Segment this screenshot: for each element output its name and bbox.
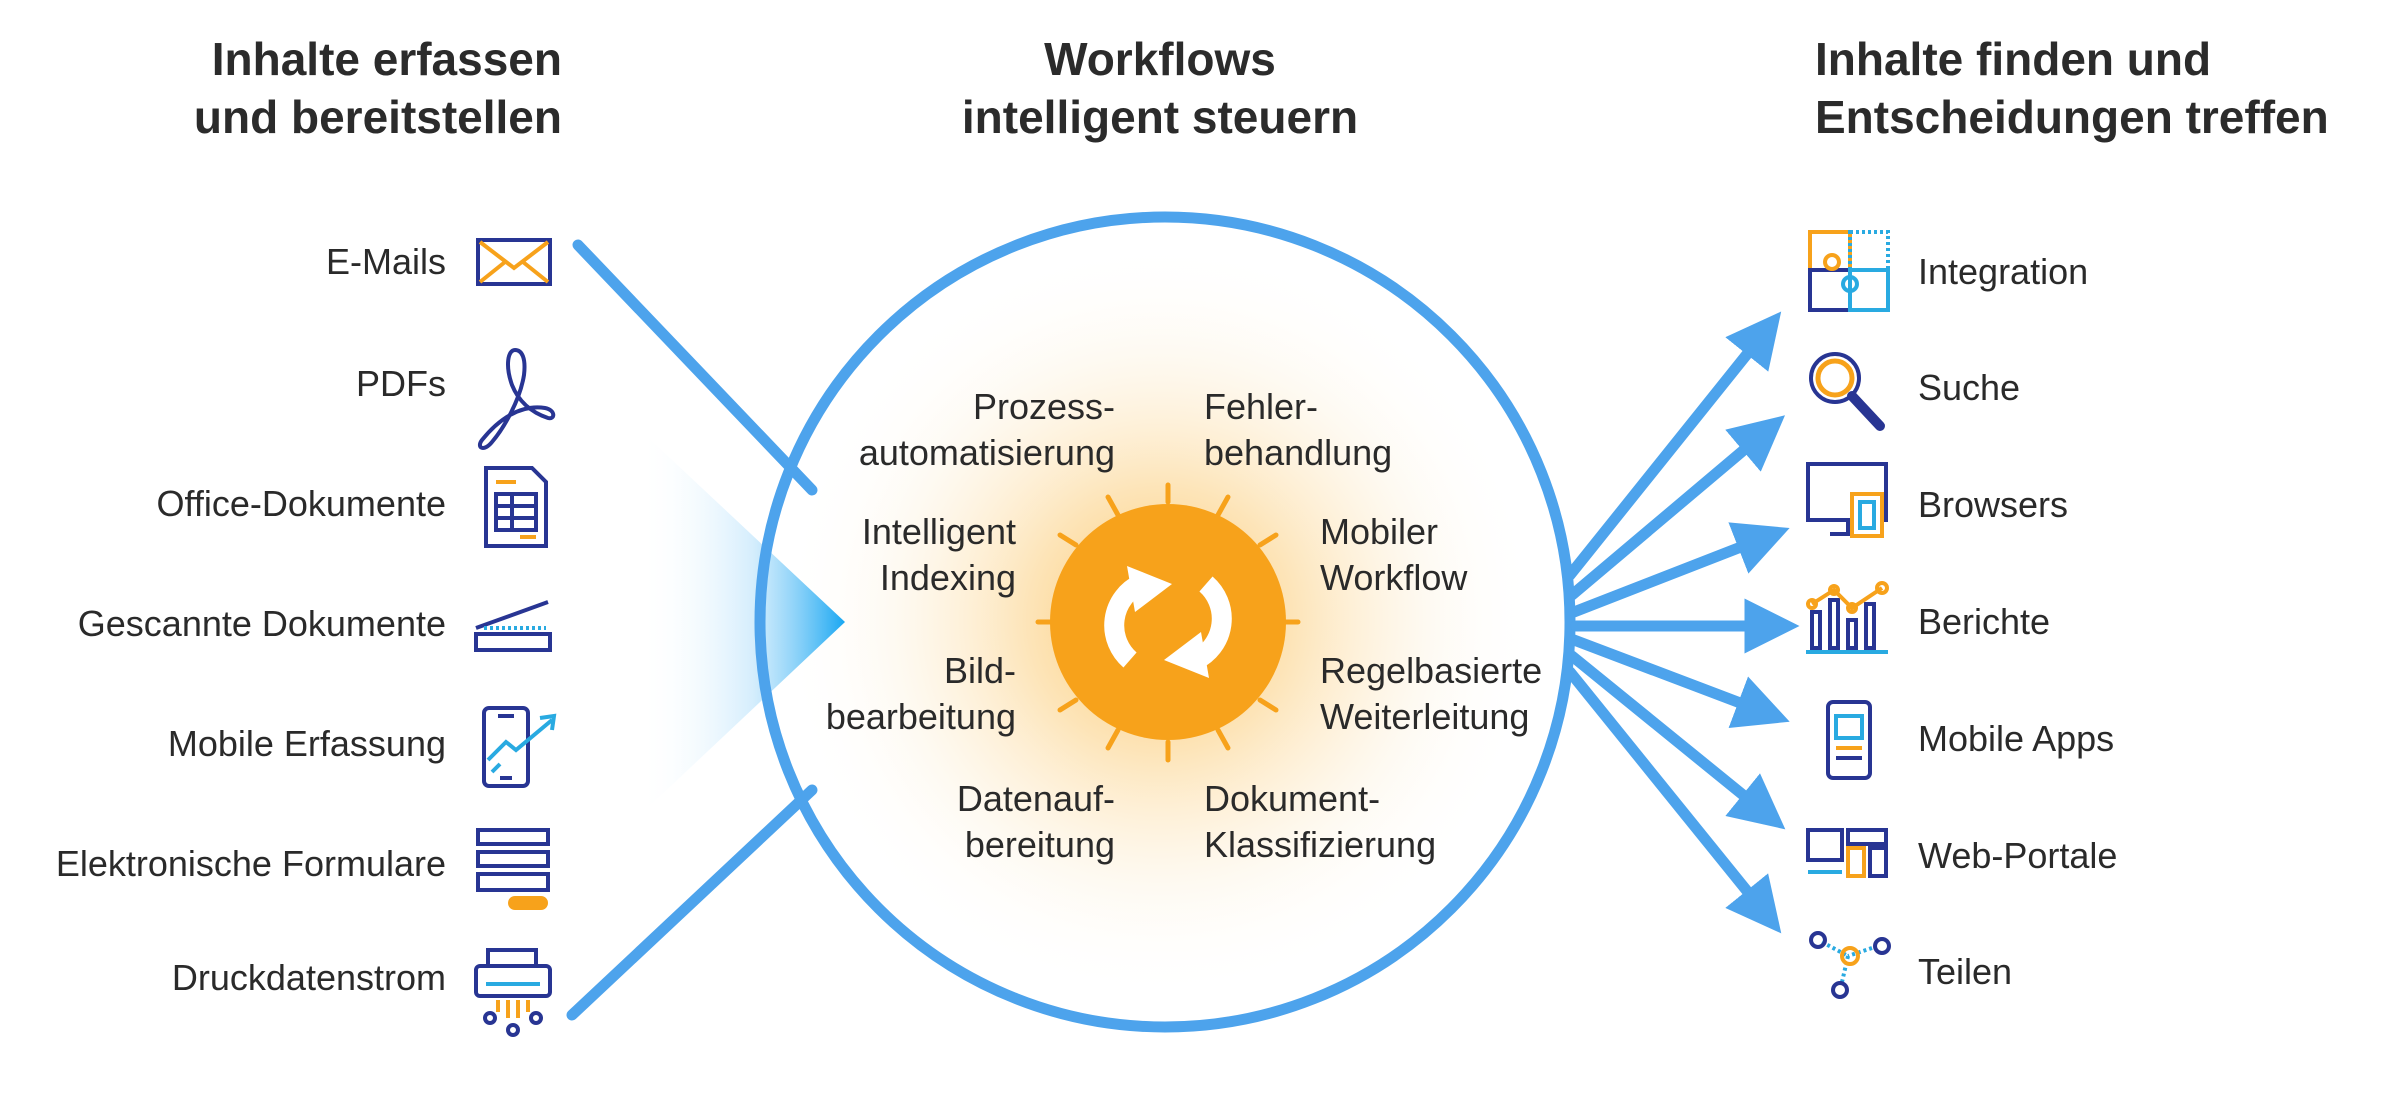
output-label-mobile-apps: Mobile Apps	[1918, 718, 2115, 759]
task-mobile-workflow: Mobiler Workflow	[1320, 509, 1467, 601]
heading-find: Inhalte finden und Entscheidungen treffe…	[1815, 30, 2329, 146]
mobile-app-icon	[1826, 700, 1872, 780]
input-label-office: Office-Dokumente	[156, 483, 446, 524]
task-line: Bild-	[943, 650, 1016, 691]
heading-capture-line-2: und bereitstellen	[193, 91, 562, 143]
task-data-preparation: Datenauf- bereitung	[957, 776, 1115, 868]
share-icon	[1809, 931, 1891, 999]
task-line: behandlung	[1204, 432, 1393, 473]
task-intelligent-indexing: Intelligent Indexing	[862, 509, 1016, 601]
pdf-icon	[477, 348, 556, 450]
task-line: Indexing	[879, 557, 1016, 598]
task-image-processing: Bild- bearbeitung	[826, 648, 1016, 740]
task-rule-based-routing: Regelbasierte Weiterleitung	[1320, 648, 1542, 740]
task-error-handling: Fehler- behandlung	[1204, 384, 1392, 476]
input-line-bottom	[566, 784, 818, 1021]
heading-workflows-line-2: intelligent steuern	[961, 91, 1359, 143]
task-process-automation: Prozess- automatisierung	[859, 384, 1115, 476]
output-arrow	[1564, 311, 1782, 581]
electronic-form-icon	[476, 828, 550, 910]
task-line: automatisierung	[858, 432, 1115, 473]
mobile-capture-icon	[482, 706, 557, 788]
output-arrow	[1564, 666, 1782, 934]
output-arrow	[1568, 634, 1790, 728]
report-chart-icon	[1806, 581, 1889, 654]
heading-find-line-2: Entscheidungen treffen	[1815, 91, 2329, 143]
output-arrows	[1564, 311, 1800, 934]
input-line-top	[572, 239, 818, 496]
task-document-classification: Dokument- Klassifizierung	[1204, 776, 1436, 868]
task-line: Fehler-	[1204, 386, 1319, 427]
office-document-icon	[484, 466, 548, 548]
task-line: Mobiler	[1320, 511, 1439, 552]
output-arrow	[1566, 650, 1786, 830]
task-line: Klassifizierung	[1204, 824, 1437, 865]
task-line: Intelligent	[861, 511, 1016, 552]
puzzle-icon	[1808, 230, 1890, 312]
task-line: bearbeitung	[825, 696, 1016, 737]
scanner-icon	[474, 600, 552, 652]
input-label-print-stream: Druckdatenstrom	[171, 957, 446, 998]
task-line: Prozess-	[972, 386, 1115, 427]
output-arrow	[1568, 522, 1790, 618]
task-line: Datenauf-	[956, 778, 1115, 819]
browser-devices-icon	[1806, 462, 1888, 538]
input-label-scanned: Gescannte Dokumente	[77, 603, 446, 644]
magnifier-icon	[1809, 352, 1885, 431]
output-label-reports: Berichte	[1918, 601, 2051, 642]
task-line: Regelbasierte	[1320, 650, 1543, 691]
printer-icon	[474, 948, 552, 1037]
input-label-pdfs: PDFs	[356, 363, 446, 404]
envelope-icon	[476, 238, 552, 286]
input-label-emails: E-Mails	[325, 241, 446, 282]
task-line: bereitung	[964, 824, 1115, 865]
task-line: Dokument-	[1204, 778, 1381, 819]
heading-workflows: Workflows intelligent steuern	[800, 30, 1520, 146]
sync-arrows-icon	[1035, 482, 1301, 763]
heading-find-line-1: Inhalte finden und	[1815, 33, 2212, 85]
output-arrow	[1566, 415, 1786, 601]
output-label-search: Suche	[1918, 367, 2021, 408]
web-portal-icon	[1806, 828, 1888, 878]
heading-capture: Inhalte erfassen und bereitstellen	[194, 30, 562, 146]
output-label-share: Teilen	[1918, 951, 2013, 992]
output-label-web-portals: Web-Portale	[1918, 835, 2118, 876]
output-label-browsers: Browsers	[1918, 484, 2069, 525]
task-line: Weiterleitung	[1320, 696, 1530, 737]
input-funnel	[640, 430, 845, 815]
task-line: Workflow	[1320, 557, 1468, 598]
heading-capture-line-1: Inhalte erfassen	[211, 33, 562, 85]
output-label-integration: Integration	[1918, 251, 2089, 292]
heading-workflows-line-1: Workflows	[1044, 33, 1276, 85]
input-label-mobile-capture: Mobile Erfassung	[167, 723, 446, 764]
workflow-circle	[754, 211, 1576, 1033]
input-label-eforms: Elektronische Formulare	[55, 843, 446, 884]
